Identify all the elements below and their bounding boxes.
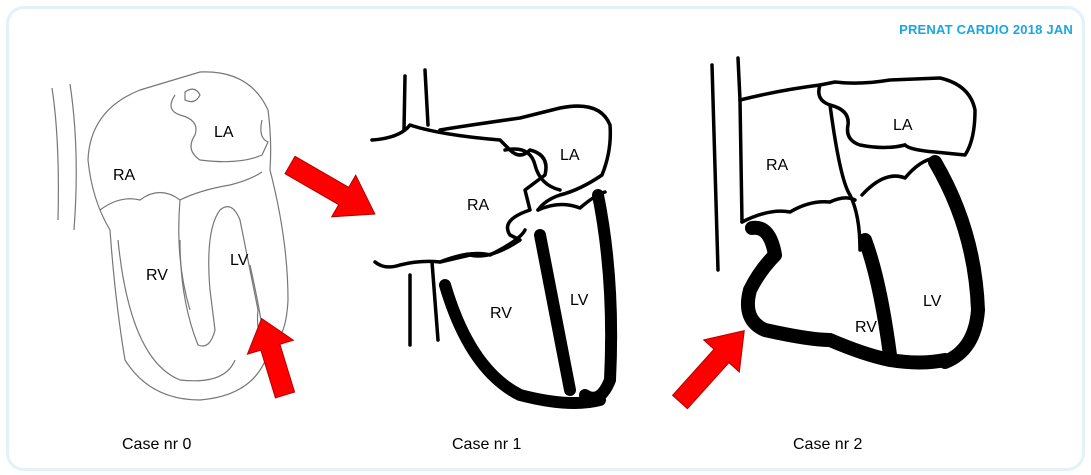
ra-left-wall xyxy=(740,100,742,222)
atrial-septum xyxy=(830,105,860,250)
label-lv: LV xyxy=(923,293,942,310)
label-la: LA xyxy=(893,117,913,134)
caption-case-0: Case nr 0 xyxy=(122,436,191,454)
atrial-line xyxy=(862,158,935,195)
rv-wall xyxy=(748,228,945,363)
vessel-line xyxy=(738,58,740,100)
label-ra: RA xyxy=(766,157,789,174)
vessel-line xyxy=(712,65,718,270)
caption-case-1: Case nr 1 xyxy=(452,436,521,454)
arrow-icon xyxy=(662,315,762,418)
atrial-line xyxy=(742,198,855,222)
label-rv: RV xyxy=(855,319,877,336)
lv-wall xyxy=(935,162,978,362)
septum-wall xyxy=(865,240,890,355)
caption-case-2: Case nr 2 xyxy=(793,436,862,454)
